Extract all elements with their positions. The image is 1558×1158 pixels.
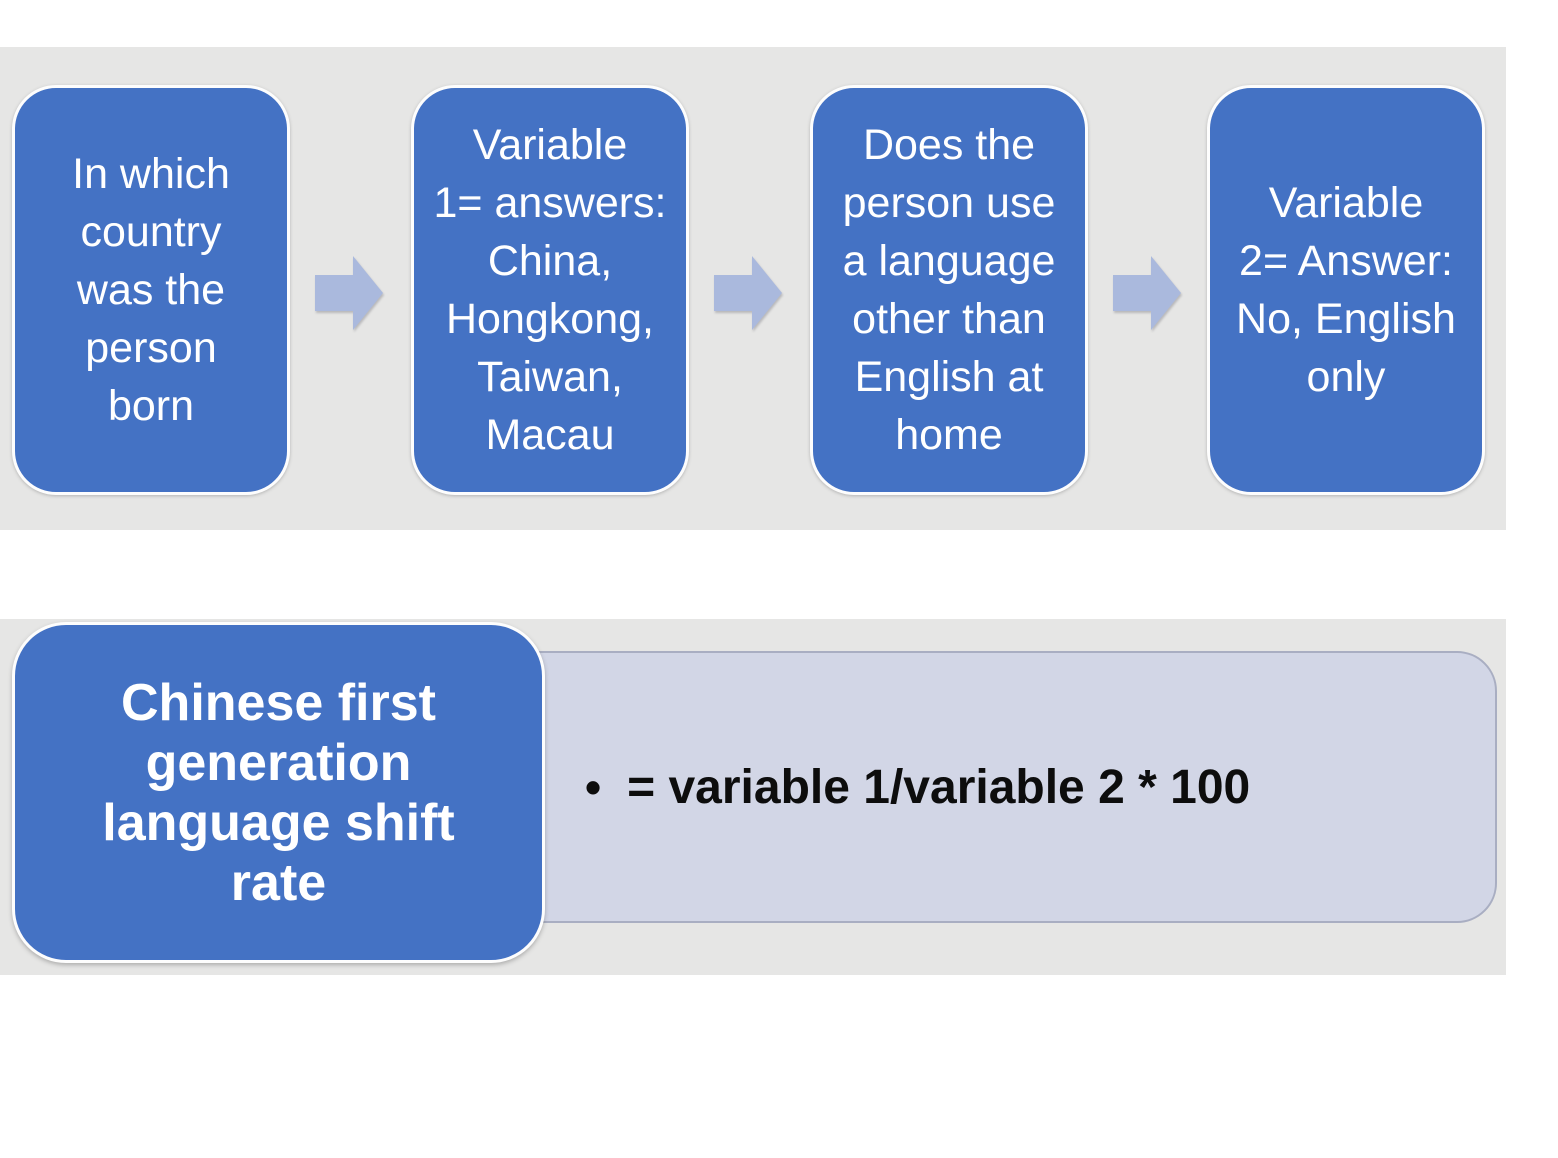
flow-step-label: Variable 1= answers: China, Hongkong, Ta… bbox=[433, 121, 667, 459]
result-title-box: Chinese first generation language shift … bbox=[12, 622, 545, 963]
bullet-icon: • bbox=[585, 761, 602, 813]
flow-step-label: Variable 2= Answer: No, English only bbox=[1236, 179, 1456, 401]
flow-step-label: Does the person use a language other tha… bbox=[842, 121, 1056, 459]
formula-text: • = variable 1/variable 2 * 100 bbox=[375, 760, 1250, 815]
flow-step-country-born: In which country was the person born bbox=[12, 85, 290, 495]
flow-step-variable-2: Variable 2= Answer: No, English only bbox=[1207, 85, 1485, 495]
formula-value: = variable 1/variable 2 * 100 bbox=[627, 760, 1251, 814]
result-title: Chinese first generation language shift … bbox=[102, 673, 455, 912]
flow-step-language-home: Does the person use a language other tha… bbox=[810, 85, 1088, 495]
right-arrow-icon bbox=[714, 254, 784, 332]
right-arrow-icon bbox=[315, 254, 385, 332]
flow-step-label: In which country was the person born bbox=[72, 150, 230, 430]
flow-step-variable-1: Variable 1= answers: China, Hongkong, Ta… bbox=[411, 85, 689, 495]
right-arrow-icon bbox=[1113, 254, 1183, 332]
formula-box: • = variable 1/variable 2 * 100 bbox=[373, 651, 1497, 923]
